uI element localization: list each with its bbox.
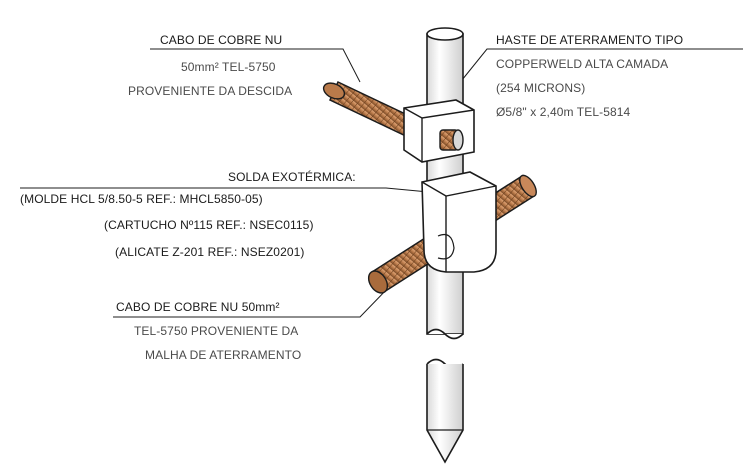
ground-rod-lower (426, 358, 464, 464)
upper-connector-block (403, 99, 475, 163)
label-cabo-malha-line1: CABO DE COBRE NU 50mm² (116, 300, 280, 314)
label-haste-line3: (254 MICRONS) (496, 81, 586, 95)
label-solda-line3: (ALICATE Z-201 REF.: NSEZ0201) (115, 245, 305, 259)
label-haste-line4: Ø5/8" x 2,40m TEL-5814 (496, 105, 631, 119)
label-solda-line2: (CARTUCHO Nº115 REF.: NSEC0115) (104, 218, 314, 232)
label-haste-line2: COPPERWELD ALTA CAMADA (496, 57, 669, 71)
leader-cabo-descida (150, 48, 361, 83)
label-solda-line1: (MOLDE HCL 5/8.50-5 REF.: MHCL5850-05) (20, 192, 263, 206)
cable-end-stub (439, 129, 464, 151)
label-cabo-malha-line2: TEL-5750 PROVENIENTE DA (134, 324, 299, 338)
exothermic-weld-body (421, 171, 497, 273)
label-cabo-malha-line3: MALHA DE ATERRAMENTO (145, 348, 302, 362)
label-cabo-descida-line3: PROVENIENTE DA DESCIDA (128, 84, 293, 98)
leader-cabo-malha (113, 285, 391, 318)
label-cabo-descida-line1: CABO DE COBRE NU (160, 33, 283, 47)
label-cabo-descida-line2: 50mm² TEL-5750 (181, 60, 276, 74)
label-solda-title: SOLDA EXOTÉRMICA: (228, 170, 356, 184)
leader-haste (461, 48, 743, 81)
label-haste-line1: HASTE DE ATERRAMENTO TIPO (496, 33, 684, 47)
leader-lines (20, 48, 743, 318)
